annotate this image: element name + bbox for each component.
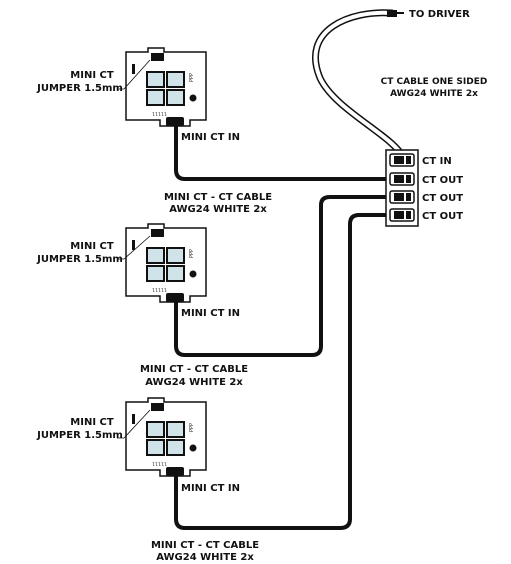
pad bbox=[166, 265, 185, 282]
svg-text:lllll: lllll bbox=[152, 462, 167, 468]
pad bbox=[166, 89, 185, 106]
mini-ct-in-label-1: MINI CT IN bbox=[181, 132, 240, 143]
jumper-label-1-line1: MINI CT bbox=[70, 70, 114, 81]
jumper-label-2-line2: JUMPER 1.5mm bbox=[36, 254, 123, 265]
to-driver-label: TO DRIVER bbox=[409, 9, 470, 20]
ct-out-label-3: CT OUT bbox=[422, 211, 463, 222]
pad bbox=[166, 439, 185, 456]
pad bbox=[146, 421, 165, 438]
ct-out-connector-1 bbox=[389, 172, 415, 186]
pad bbox=[146, 71, 165, 88]
ct-in-label: CT IN bbox=[422, 156, 452, 167]
module-2-cable bbox=[174, 195, 397, 357]
module-1-cable bbox=[174, 125, 397, 181]
cable-label-3-line2: AWG24 WHITE 2x bbox=[156, 552, 254, 563]
mini-ct-in-connector bbox=[166, 117, 184, 126]
mini-ct-in-connector bbox=[166, 293, 184, 302]
svg-text:lllll: lllll bbox=[152, 112, 167, 118]
ct-out-connector-2 bbox=[389, 190, 415, 204]
ct-out-label-1: CT OUT bbox=[422, 175, 463, 186]
mount-hole bbox=[189, 444, 197, 452]
jumper-label-2-line1: MINI CT bbox=[70, 241, 114, 252]
pad bbox=[166, 71, 185, 88]
mini-ct-module-3: PPP lllll bbox=[117, 397, 207, 477]
mini-ct-in-label-3: MINI CT IN bbox=[181, 483, 240, 494]
cable-label-2-line2: AWG24 WHITE 2x bbox=[145, 377, 243, 388]
ct-cable-title-line1: CT CABLE ONE SIDED bbox=[381, 77, 488, 87]
jumper-header bbox=[151, 403, 164, 411]
ct-out-label-2: CT OUT bbox=[422, 193, 463, 204]
driver-cable-core bbox=[313, 10, 405, 159]
cable-label-1-line1: MINI CT - CT CABLE bbox=[164, 192, 272, 203]
mount-hole bbox=[189, 270, 197, 278]
mini-ct-module-1: PPP lllll bbox=[117, 47, 207, 127]
mini-ct-in-connector bbox=[166, 467, 184, 476]
jumper-label-3-line2: JUMPER 1.5mm bbox=[36, 430, 123, 441]
pad bbox=[166, 247, 185, 264]
ct-in-connector bbox=[389, 153, 415, 167]
mini-ct-module-2: PPP lllll bbox=[117, 223, 207, 303]
pad bbox=[146, 265, 165, 282]
ct-out-connector-3 bbox=[389, 208, 415, 222]
jumper-label-1-line2: JUMPER 1.5mm bbox=[36, 83, 123, 94]
cable-label-2-line1: MINI CT - CT CABLE bbox=[140, 364, 248, 375]
svg-text:PPP: PPP bbox=[189, 73, 195, 82]
pad bbox=[146, 247, 165, 264]
pad bbox=[146, 439, 165, 456]
module-3-cable bbox=[174, 213, 397, 530]
jumper-label-3-line1: MINI CT bbox=[70, 417, 114, 428]
cable-label-3-line1: MINI CT - CT CABLE bbox=[151, 540, 259, 551]
ct-cable-title-line2: AWG24 WHITE 2x bbox=[390, 89, 478, 99]
cable-label-1-line2: AWG24 WHITE 2x bbox=[169, 204, 267, 215]
jumper-header bbox=[151, 53, 164, 61]
mini-ct-in-label-2: MINI CT IN bbox=[181, 308, 240, 319]
ct-board bbox=[385, 149, 419, 227]
jumper-header bbox=[151, 229, 164, 237]
pad bbox=[166, 421, 185, 438]
cables bbox=[174, 9, 407, 530]
svg-text:PPP: PPP bbox=[189, 249, 195, 258]
mount-hole bbox=[189, 94, 197, 102]
svg-text:lllll: lllll bbox=[152, 288, 167, 294]
pad bbox=[146, 89, 165, 106]
driver-plug bbox=[387, 10, 404, 17]
svg-text:PPP: PPP bbox=[189, 423, 195, 432]
